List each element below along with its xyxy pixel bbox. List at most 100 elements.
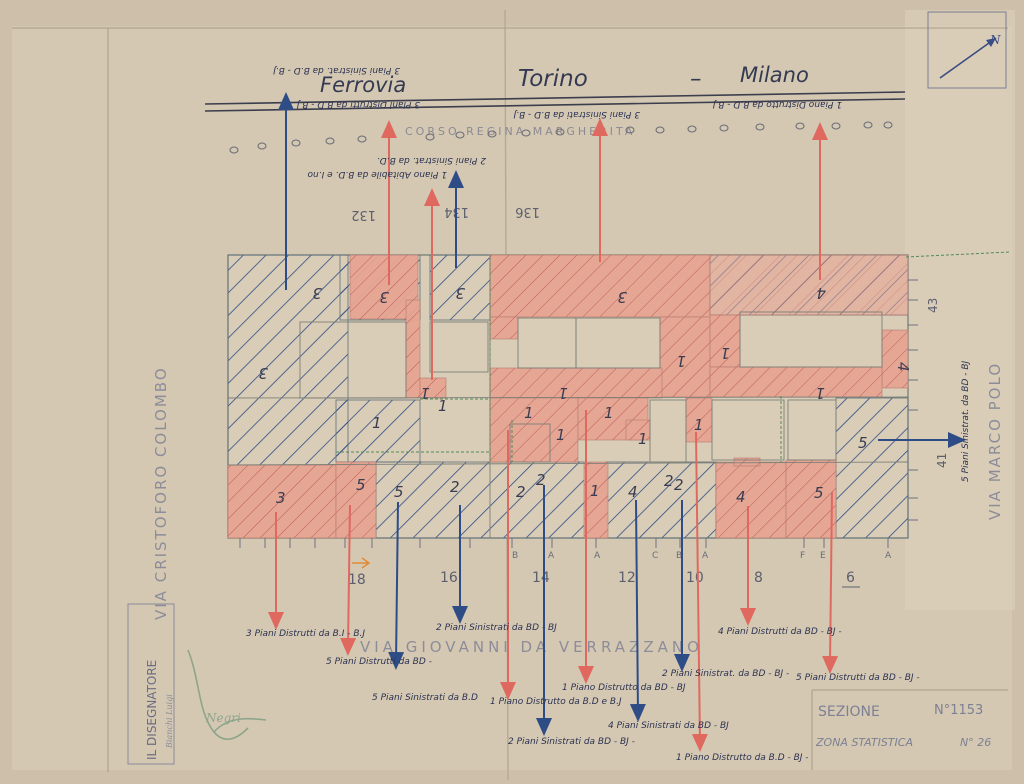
damage-arrows [268,92,966,752]
bottom-number: 6 [846,570,855,586]
entrance-letter: A [594,551,601,561]
bottom-number: 18 [348,572,366,588]
corso-faint-label: CORSO REGINA MARGHERITA [405,125,635,138]
railway-word-3: – [690,66,702,92]
block-numbers: 3 3 3 3 3 1 1 1 1 1 1 1 1 1 1 1 1 4 3 5 … [258,284,912,507]
block-number: 1 [558,384,568,402]
block-number: 2 [664,472,674,490]
entrance-letter: A [548,551,555,561]
note-bottom-7: 1 Piano Distrutto da BD - BJ [562,683,686,693]
street-via-cristoforo-colombo: VIA CRISTOFORO COLOMBO [152,366,170,620]
building-block [227,251,1011,539]
right-house-numbers: 43 41 [926,298,949,468]
note-top-1: 3 Piani Sinistrat. da B.D - B.J [273,65,400,75]
note-bottom-1: 3 Piani Distrutti da B.I - B.J [246,629,365,639]
approval-mark: Negri [187,649,267,740]
entrance-letters: B A A C B A F E A [512,551,892,561]
designer-signature: Bianchi Luigi [165,694,174,749]
bottom-number: 16 [440,570,458,586]
top-number-132: 132 [351,207,376,222]
note-top-6: 1 Piano Distrutto da B.D - B.J [712,99,842,109]
tree-row [229,121,893,154]
block-number: 1 [524,404,534,422]
block-number: 3 [276,489,286,507]
block-number: 3 [312,284,322,302]
block-number: 5 [356,476,366,494]
note-bottom-12: 5 Piani Distrutti da BD - BJ - [796,673,920,683]
block-number: 3 [258,364,268,382]
street-via-giovanni-da-verrazzano: VIA GIOVANNI DA VERRAZZANO [360,638,703,656]
block-number: 3 [379,288,389,306]
designer-label: IL DISEGNATORE [145,660,159,760]
block-number: 1 [438,397,448,415]
north-label: N [989,33,1001,47]
block-number: 2 [674,476,684,494]
north-arrow-icon: N [927,11,1007,89]
note-bottom-4: 2 Piani Sinistrati da BD - BJ [436,623,557,633]
note-top-2: 3 Piani Distrutti da B.D - B.J [296,99,420,109]
block-number: 4 [894,362,912,372]
title-box: SEZIONE N°1153 ZONA STATISTICA N° 26 [815,703,991,749]
railway-word-1: Ferrovia [320,73,406,97]
block-number: 3 [617,288,627,306]
note-bottom-9: 2 Piani Sinistrat. da BD - BJ - [662,669,789,679]
block-number: 1 [420,384,430,402]
top-number-136: 136 [515,204,540,219]
bottom-number: 12 [618,570,636,586]
bottom-number: 10 [686,570,704,586]
note-bottom-10: 1 Piano Distrutto da B.D - BJ - [676,753,809,763]
block-number: 1 [372,414,382,432]
block-number: 1 [676,352,686,370]
block-number: 1 [694,416,704,434]
damage-notes: 3 Piani Sinistrat. da B.D - B.J 3 Piani … [246,65,971,763]
entrance-letter: C [652,551,658,561]
block-number: 1 [638,430,648,448]
note-bottom-6: 2 Piani Sinistrati da BD - BJ - [508,737,635,747]
block-number: 5 [814,484,824,502]
approval-mark-text: Negri [205,711,241,725]
block-number: 2 [536,471,546,489]
railway-word-4: Milano [740,63,809,87]
bottom-number: 8 [754,570,763,586]
right-number: 43 [926,298,940,313]
block-number: 4 [628,483,638,501]
zona-label: ZONA STATISTICA [815,736,913,749]
block-number: 1 [556,426,566,444]
street-via-marco-polo: VIA MARCO POLO [986,362,1004,520]
entrance-letter: E [820,551,826,561]
designer-box: IL DISEGNATORE Bianchi Luigi [127,603,175,765]
entrance-letter: A [885,551,892,561]
railway-label: Ferrovia Torino – Milano [320,63,809,97]
block-number: 5 [858,434,868,452]
block-number: 2 [516,483,526,501]
block-number: 1 [604,404,614,422]
note-bottom-2: 5 Piani Distrutti da BD - [326,657,432,667]
zona-value: N° 26 [960,736,991,749]
bottom-house-numbers: 18 16 14 12 10 8 6 [348,570,855,588]
right-number: 41 [935,453,949,468]
block-number: 1 [590,482,600,500]
block-number: 5 [394,483,404,501]
note-top-4: 1 Piano Abitabile da B.D. e I.no [307,169,447,179]
note-top-5: 3 Piani Sinistrati da B.D - B.J [513,109,640,119]
block-number: 1 [815,384,825,402]
block-number: 1 [720,344,730,362]
block-number: 4 [736,488,746,506]
sezione-value: N°1153 [934,703,983,718]
block-number: 3 [455,284,465,302]
entrance-letter: F [800,551,805,561]
note-top-3: 2 Piani Sinistrat. da B.D. [377,155,486,165]
facade-ticks [239,279,918,548]
sezione-label: SEZIONE [818,704,880,720]
note-bottom-11: 4 Piani Distrutti da BD - BJ - [718,627,842,637]
note-bottom-3: 5 Piani Sinistrati da B.D [372,693,478,703]
entrance-letter: B [676,551,682,561]
block-number: 4 [816,284,826,302]
entrance-letter: B [512,551,518,561]
note-bottom-5: 1 Piano Distrutto da B.D e B.J [490,697,622,707]
note-bottom-8: 4 Piani Sinistrati da BD - BJ [608,721,729,731]
bottom-number: 14 [532,570,550,586]
entrance-letter: A [702,551,709,561]
note-right-1: 5 Piani Sinistrat. da BD - BJ [961,360,971,482]
